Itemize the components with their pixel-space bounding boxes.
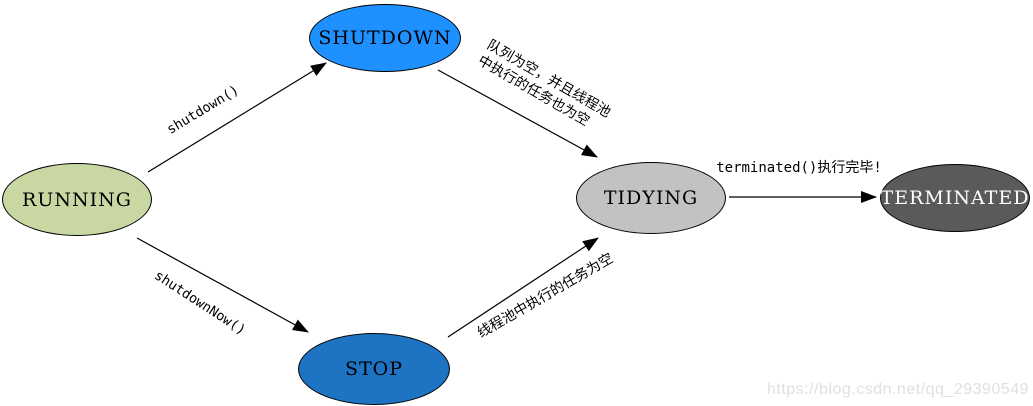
state-node-shutdown: SHUTDOWN [309,4,461,72]
state-node-terminated: TERMINATED [880,164,1030,232]
state-node-tidying: TIDYING [576,162,726,234]
watermark-url: https://blog.csdn.net/qq_29390549 [766,381,1029,398]
state-node-stop: STOP [298,333,450,405]
arrow-shutdown-to-tidying [437,69,598,158]
arrow-stop-to-tidying [447,237,599,338]
state-node-running: RUNNING [2,163,152,236]
arrow-running-to-stop [136,237,309,333]
edge-label-terminated-call: terminated()执行完毕! [716,160,882,176]
arrow-running-to-shutdown [147,62,327,173]
